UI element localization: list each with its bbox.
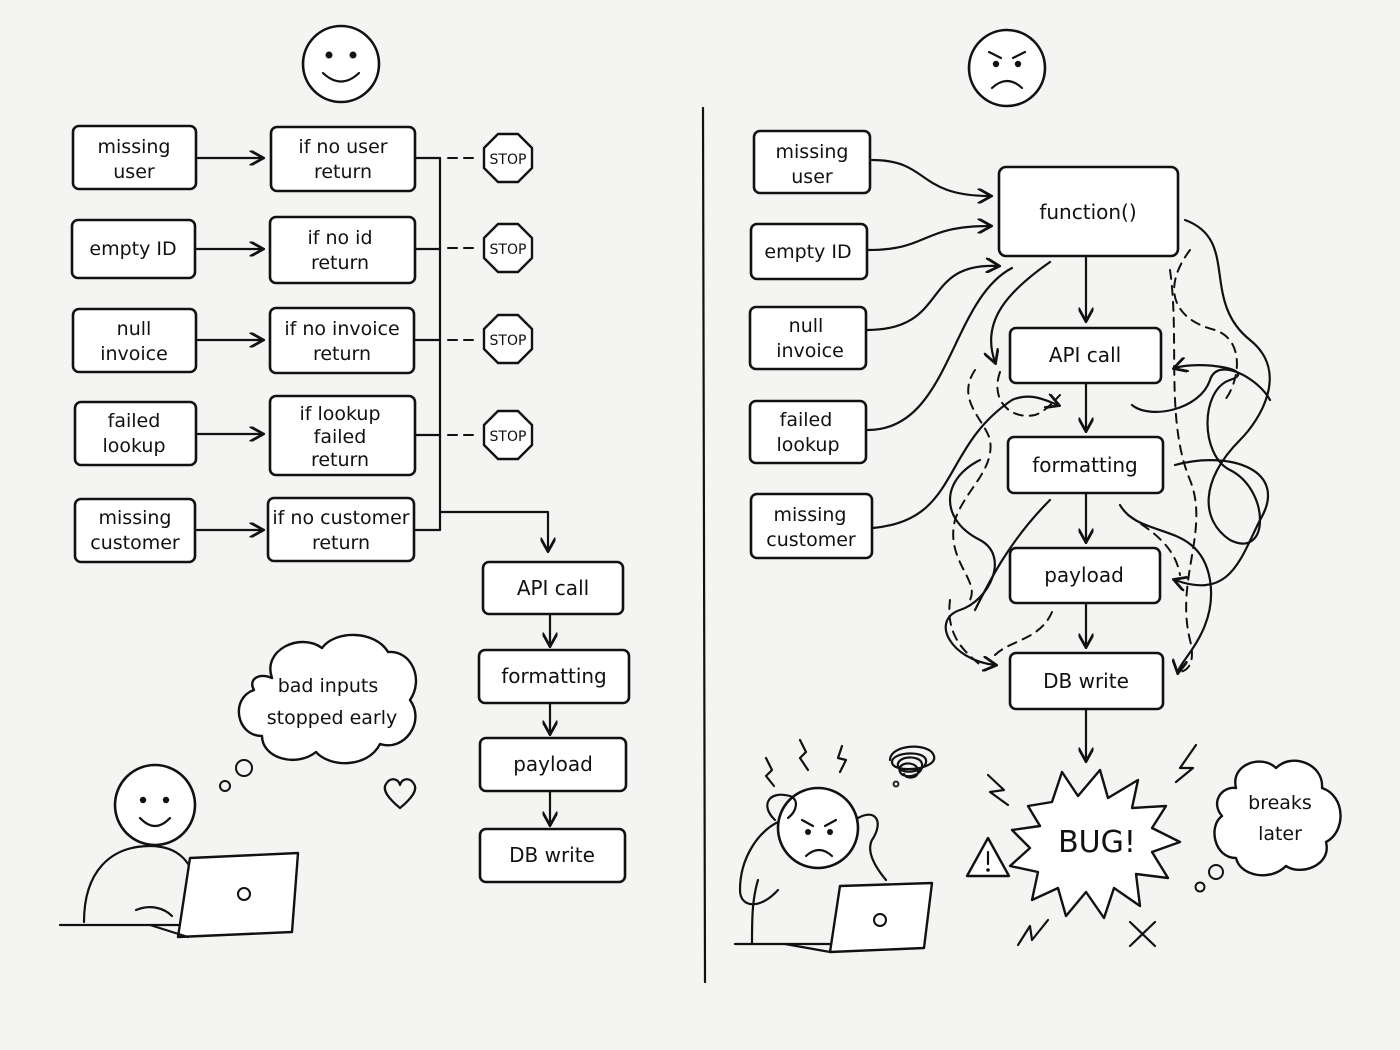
svg-text:null: null — [117, 318, 152, 340]
svg-text:user: user — [791, 166, 833, 188]
svg-text:if no customer: if no customer — [272, 507, 409, 529]
tangled-flow-lines — [944, 218, 1272, 672]
stop-sign-icon: STOP — [482, 313, 534, 365]
svg-text:empty ID: empty ID — [89, 238, 176, 260]
right-pipeline-api-call: API call — [1008, 326, 1163, 385]
svg-text:return: return — [311, 449, 369, 471]
happy-face-icon — [301, 24, 381, 104]
svg-text:payload: payload — [1044, 563, 1124, 587]
left-input-missing-user: missing user — [71, 124, 198, 191]
stressed-developer-illustration — [733, 738, 934, 954]
svg-text:function(): function() — [1039, 200, 1136, 224]
left-pipeline-formatting: formatting — [477, 648, 631, 705]
svg-text:bad inputs: bad inputs — [278, 675, 379, 697]
zap-icon — [1016, 918, 1050, 947]
svg-text:if no id: if no id — [307, 227, 372, 249]
left-input-missing-customer: missing customer — [73, 497, 197, 564]
svg-text:API call: API call — [517, 576, 589, 600]
right-input-curves — [865, 158, 1058, 530]
svg-text:API call: API call — [1049, 343, 1121, 367]
stop-sign-icon: STOP — [482, 409, 534, 461]
svg-text:if lookup: if lookup — [299, 403, 380, 425]
happy-developer-illustration — [58, 763, 300, 939]
svg-text:stopped early: stopped early — [267, 707, 398, 729]
panel-divider — [701, 106, 707, 984]
svg-text:return: return — [311, 252, 369, 274]
svg-text:if no user: if no user — [298, 136, 387, 158]
right-input-missing-customer: missing customer — [749, 492, 874, 560]
svg-text:STOP: STOP — [490, 333, 527, 349]
tangled-dashed-lines — [948, 249, 1238, 673]
guard-lookup-failed: if lookup failed return — [268, 394, 417, 477]
svg-text:failed: failed — [108, 410, 161, 432]
svg-text:customer: customer — [766, 529, 856, 551]
left-input-failed-lookup: failed lookup — [73, 400, 198, 467]
svg-text:missing: missing — [99, 507, 172, 529]
x-mark-icon — [1128, 920, 1157, 948]
zap-icon — [1174, 743, 1198, 784]
right-input-missing-user: missing user — [752, 129, 872, 195]
left-panel: missing user empty ID null invoice faile… — [58, 24, 631, 939]
svg-text:null: null — [789, 315, 824, 337]
heart-icon — [383, 778, 417, 810]
svg-text:lookup: lookup — [776, 434, 839, 456]
svg-text:empty ID: empty ID — [764, 241, 851, 263]
svg-text:missing: missing — [776, 141, 849, 163]
bug-burst: BUG! — [1008, 768, 1182, 920]
angry-face-icon — [967, 28, 1047, 108]
svg-text:later: later — [1258, 823, 1302, 845]
left-input-empty-id: empty ID — [70, 218, 197, 280]
left-thought-bubble: bad inputs stopped early — [219, 633, 418, 792]
left-input-null-invoice: null invoice — [71, 307, 198, 374]
svg-text:breaks: breaks — [1248, 792, 1312, 814]
right-pipeline-payload: payload — [1008, 546, 1162, 605]
confusion-scribble-icon — [888, 745, 936, 788]
svg-text:formatting: formatting — [501, 664, 607, 688]
svg-text:invoice: invoice — [776, 340, 844, 362]
svg-text:STOP: STOP — [490, 429, 527, 445]
left-pipeline-api-call: API call — [481, 560, 625, 616]
left-pipeline-payload: payload — [478, 736, 628, 793]
svg-text:invoice: invoice — [100, 343, 168, 365]
svg-text:STOP: STOP — [490, 152, 527, 168]
zap-icon — [986, 773, 1010, 807]
right-pipeline-formatting: formatting — [1006, 435, 1165, 495]
svg-text:lookup: lookup — [102, 435, 165, 457]
right-input-empty-id: empty ID — [749, 222, 869, 281]
svg-text:if no invoice: if no invoice — [284, 318, 399, 340]
svg-text:failed: failed — [314, 426, 367, 448]
guard-no-customer: if no customer return — [266, 496, 416, 563]
guard-no-invoice: if no invoice return — [268, 306, 416, 375]
svg-text:return: return — [314, 161, 372, 183]
guard-no-user: if no user return — [269, 125, 417, 193]
svg-text:payload: payload — [513, 752, 593, 776]
guard-no-id: if no id return — [268, 215, 417, 285]
svg-text:missing: missing — [98, 136, 171, 158]
stop-sign-icon: STOP — [482, 132, 534, 184]
function-box: function() — [997, 165, 1180, 258]
right-input-failed-lookup: failed lookup — [748, 399, 868, 465]
stop-dashed-lines — [447, 157, 481, 436]
svg-text:DB write: DB write — [1043, 669, 1129, 693]
svg-text:STOP: STOP — [490, 242, 527, 258]
stop-sign-icon: STOP — [482, 222, 534, 274]
svg-text:failed: failed — [780, 409, 833, 431]
left-input-arrows — [195, 158, 262, 530]
svg-text:BUG!: BUG! — [1058, 825, 1136, 860]
svg-text:return: return — [312, 532, 370, 554]
svg-text:customer: customer — [90, 532, 180, 554]
svg-text:user: user — [113, 161, 155, 183]
right-panel: missing user empty ID null invoice faile… — [733, 28, 1342, 954]
warning-triangle-icon — [965, 836, 1011, 878]
right-pipeline-db-write: DB write — [1008, 651, 1165, 711]
svg-text:return: return — [313, 343, 371, 365]
right-thought-bubble: breaks later — [1194, 759, 1342, 893]
right-input-null-invoice: null invoice — [748, 305, 868, 371]
left-pipeline-db-write: DB write — [478, 827, 627, 884]
svg-text:missing: missing — [774, 504, 847, 526]
svg-text:formatting: formatting — [1032, 453, 1138, 477]
svg-text:DB write: DB write — [509, 843, 595, 867]
guard-connector-lines — [412, 156, 548, 550]
